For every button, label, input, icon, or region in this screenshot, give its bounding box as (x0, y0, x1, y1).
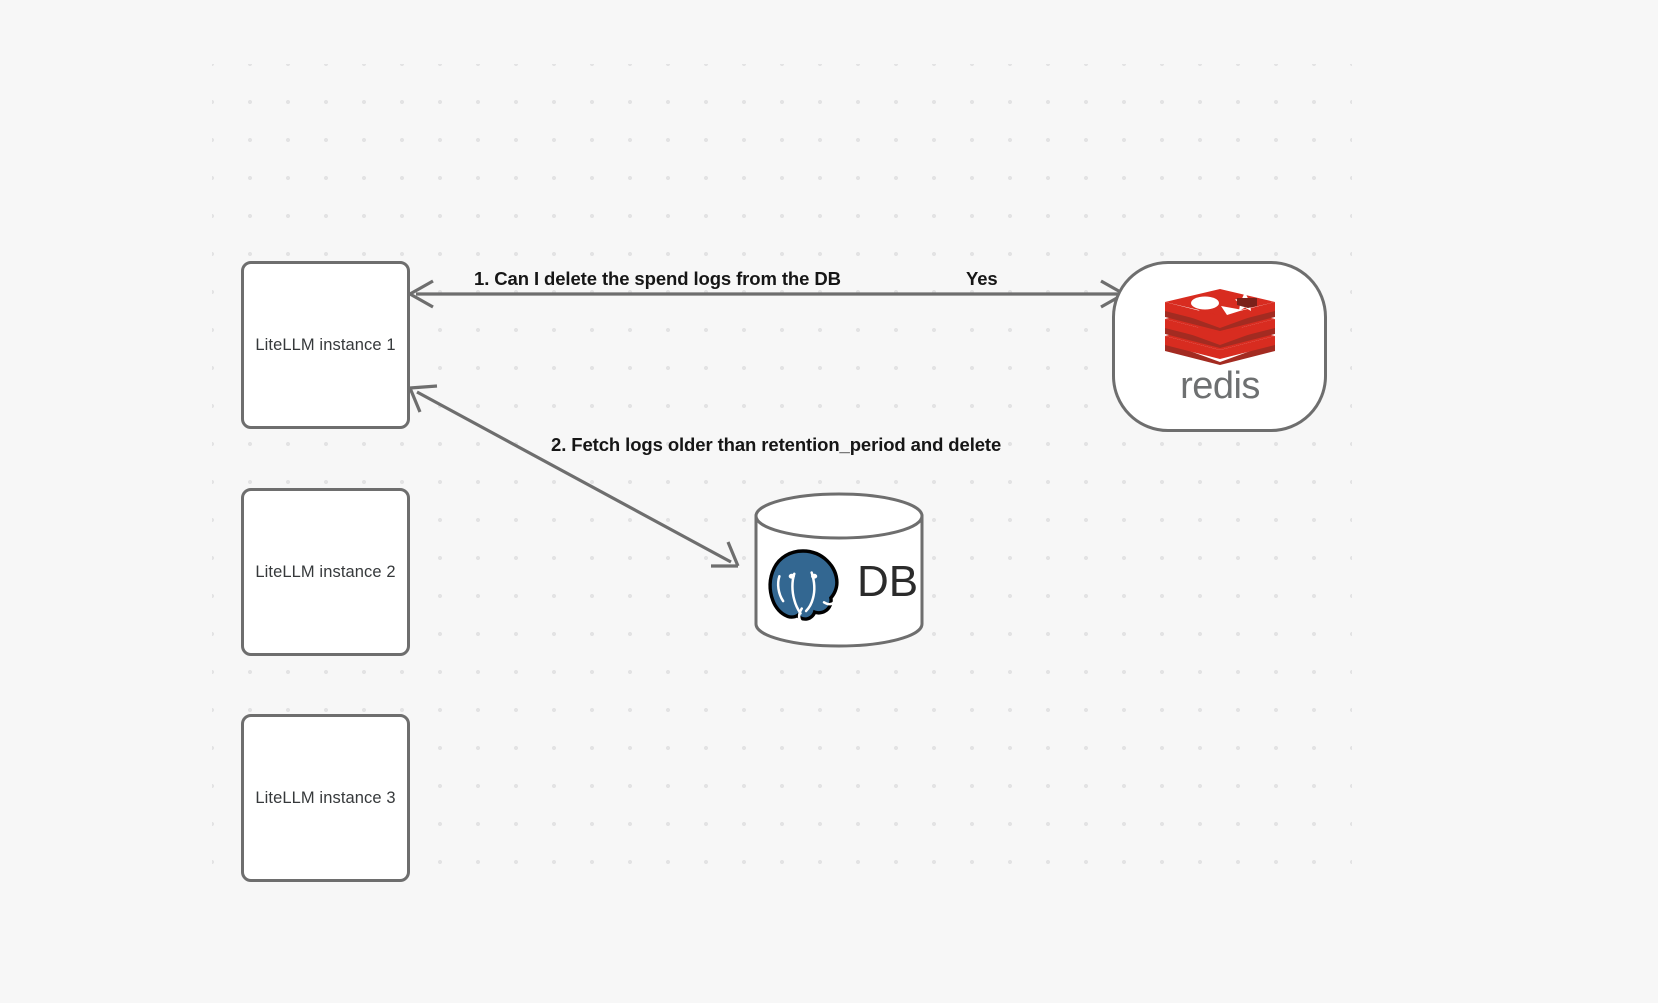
postgresql-elephant-icon (768, 549, 839, 623)
node-label: LiteLLM instance 3 (255, 788, 396, 807)
edge-db-to-litellm1 (408, 384, 740, 568)
node-litellm-instance-3[interactable]: LiteLLM instance 3 (241, 714, 410, 882)
node-redis[interactable]: redis (1112, 261, 1327, 432)
svg-text:redis: redis (1180, 367, 1260, 407)
edge-label-step-2: 2. Fetch logs older than retention_perio… (551, 434, 1002, 455)
database-label: DB (857, 557, 918, 606)
redis-stack-icon (1164, 288, 1275, 365)
node-litellm-instance-1[interactable]: LiteLLM instance 1 (241, 261, 410, 429)
edge-label-step-1: 1. Can I delete the spend logs from the … (474, 268, 841, 289)
node-litellm-instance-2[interactable]: LiteLLM instance 2 (241, 488, 410, 656)
node-label: LiteLLM instance 1 (255, 335, 396, 354)
redis-logo-icon: redis (1161, 288, 1279, 407)
node-label: LiteLLM instance 2 (255, 562, 396, 581)
edge-label-step-1-answer: Yes (966, 268, 998, 289)
node-database[interactable]: DB (753, 491, 925, 649)
database-cylinder-icon: DB (754, 492, 924, 648)
redis-wordmark-icon: redis (1180, 367, 1260, 407)
